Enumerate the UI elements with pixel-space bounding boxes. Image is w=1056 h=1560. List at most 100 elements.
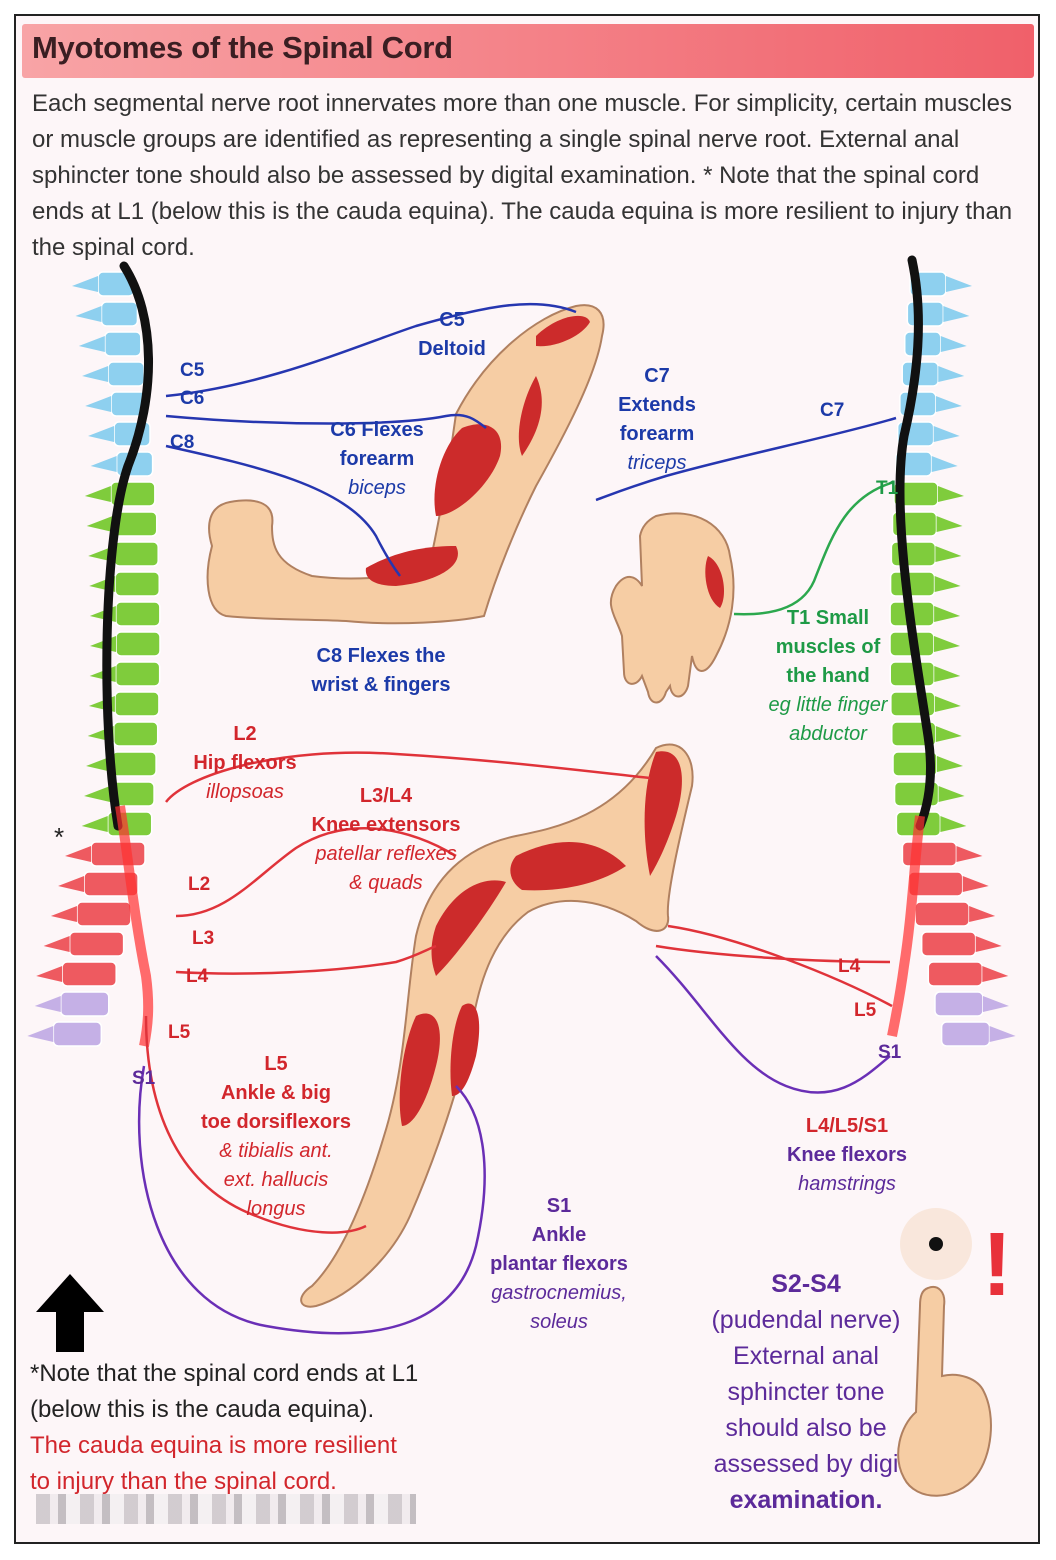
spinous-process [934, 606, 961, 622]
left-spine [27, 271, 161, 1047]
vertebra [115, 601, 161, 627]
root-c7-right: C7 [820, 400, 845, 421]
spinous-process [50, 906, 77, 922]
spinous-process [934, 636, 961, 652]
vertebra [76, 901, 132, 927]
vertebra [90, 841, 146, 867]
blurred-credit [36, 1494, 416, 1524]
left-spinal-cord [102, 261, 153, 831]
spinous-process [90, 456, 117, 472]
spinous-process [27, 1026, 54, 1042]
spinous-process [43, 936, 70, 952]
label-l3l4-knee-extensors: L3/L4 Knee extensors patellar reflexes &… [311, 785, 461, 894]
spinous-process [938, 366, 965, 382]
spinous-process [931, 456, 958, 472]
label-c6-flexes-forearm: C6 Flexes forearm biceps [330, 419, 424, 499]
spinous-process [81, 816, 108, 832]
vertebra [104, 331, 142, 357]
spinous-process [937, 486, 964, 502]
label-knee-flexors: L4/L5/S1 Knee flexors hamstrings [786, 1115, 908, 1195]
vertebra [920, 931, 977, 957]
spinous-process [936, 516, 963, 532]
vertebra [940, 1021, 991, 1047]
spinous-process [956, 846, 983, 862]
leg-illustration [300, 743, 694, 1308]
spinous-process [935, 546, 962, 562]
root-l5-right: L5 [854, 1000, 877, 1021]
spinous-process [934, 666, 961, 682]
right-cauda-equina [887, 815, 925, 1037]
vertebra [111, 751, 157, 777]
spinous-process [935, 726, 962, 742]
label-l5-ankle-dorsiflexors: L5 Ankle & big toe dorsiflexors & tibial… [200, 1053, 352, 1220]
spinous-process [36, 966, 63, 982]
note-line-3: The cauda equina is more resilient [30, 1432, 397, 1459]
cord-end-asterisk: * [54, 822, 65, 852]
spinous-process [946, 276, 972, 292]
spinous-process [72, 276, 98, 292]
spinous-process [86, 756, 113, 772]
label-t1-small-muscles: T1 Small muscles of the hand eg little f… [768, 607, 888, 745]
nerve-paths [137, 302, 897, 1335]
spinous-process [34, 996, 61, 1012]
vertebra [61, 961, 117, 987]
spinous-process [943, 306, 970, 322]
vertebra [59, 991, 110, 1017]
spinous-process [934, 576, 961, 592]
root-l2-left: L2 [188, 874, 211, 895]
myotome-illustration [27, 255, 1016, 1497]
arm-illustration [206, 304, 605, 625]
label-c7-extends-forearm: C7 Extends forearm triceps [618, 365, 696, 474]
vertebra [114, 691, 160, 717]
spinous-process [934, 696, 961, 712]
title-banner [22, 24, 1034, 78]
vertebra [903, 331, 942, 357]
vertebra [927, 961, 984, 987]
root-l5-left: L5 [168, 1022, 191, 1043]
spinous-process [65, 846, 92, 862]
vertebra [113, 541, 159, 567]
myotome-card: Myotomes of the Spinal Cord Each segment… [14, 14, 1040, 1544]
root-c6-left: C6 [180, 388, 205, 409]
spinous-process [962, 876, 989, 892]
root-c5-left: C5 [180, 360, 205, 381]
root-l3-left: L3 [192, 928, 215, 949]
note-line-4: to injury than the spinal cord. [30, 1468, 337, 1495]
vertebra [934, 991, 984, 1017]
spinous-process [84, 486, 111, 502]
note-line-2: (below this is the cauda equina). [30, 1396, 375, 1423]
spinous-process [940, 336, 967, 352]
spinous-process [935, 396, 962, 412]
vertebra [914, 901, 970, 927]
spinous-process [85, 396, 112, 412]
left-cauda-equina [115, 805, 154, 1047]
right-spinal-cord [895, 255, 935, 831]
spinous-process [84, 786, 111, 802]
spinous-process [75, 306, 102, 322]
spinous-process [940, 816, 967, 832]
root-l4-left: L4 [186, 966, 209, 987]
pointing-hand-illustration [897, 1208, 992, 1497]
vertebra [114, 571, 160, 597]
spinous-process [937, 756, 964, 772]
root-l4-right: L4 [838, 956, 861, 977]
s2-s4-note: S2-S4 (pudendal nerve) External anal sph… [711, 1270, 901, 1514]
root-c8-left: C8 [170, 432, 195, 453]
cauda-equina-note: *Note that the spinal cord ends at L1 (b… [30, 1356, 550, 1500]
note-line-1: *Note that the spinal cord ends at L1 [30, 1360, 419, 1387]
vertebra [889, 571, 936, 597]
vertebra [100, 301, 139, 327]
exclamation-icon: ! [982, 1215, 1012, 1315]
page-title: Myotomes of the Spinal Cord [32, 30, 453, 65]
spinous-process [982, 996, 1009, 1012]
spinous-process [969, 906, 996, 922]
intro-paragraph: Each segmental nerve root innervates mor… [32, 90, 1013, 261]
vertebra [68, 931, 125, 957]
vertebra [107, 361, 145, 387]
label-l2-hip-flexors: L2 Hip flexors illopsoas [193, 723, 297, 803]
vertebra [906, 301, 945, 327]
spinous-process [989, 1026, 1016, 1042]
vertebra [114, 661, 161, 687]
spinous-process [975, 936, 1002, 952]
spinous-process [86, 516, 113, 532]
